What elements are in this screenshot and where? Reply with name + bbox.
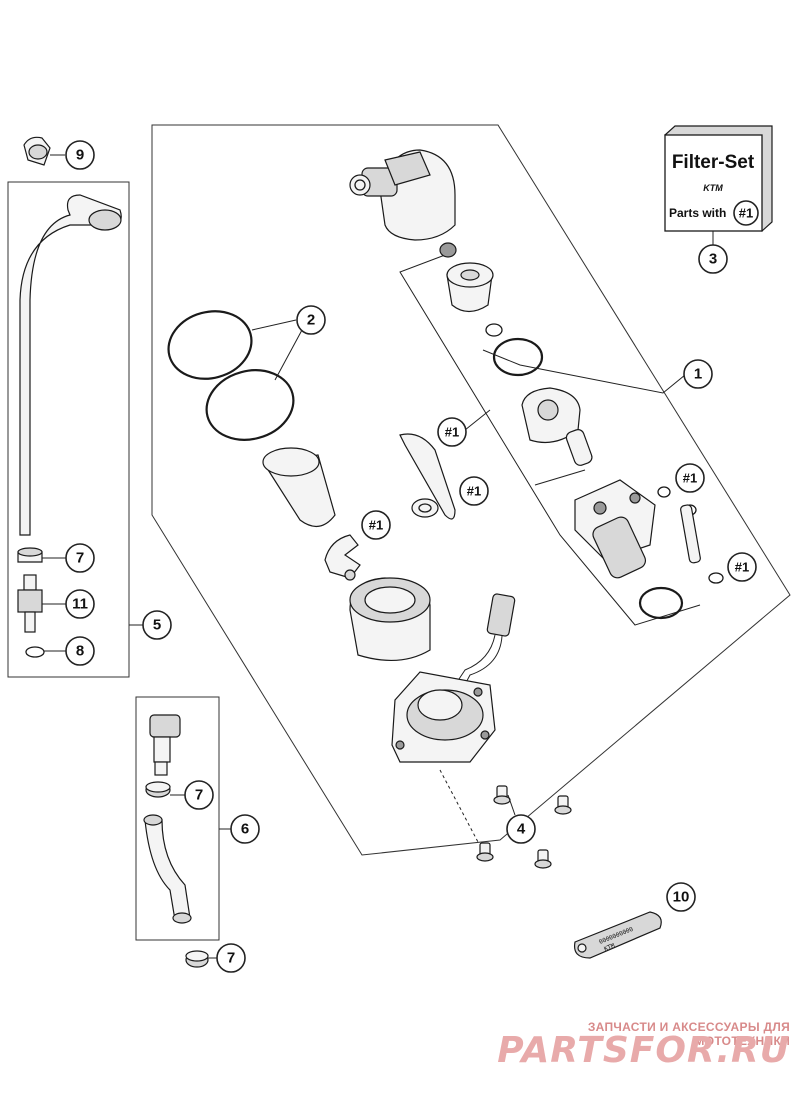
small-nut <box>439 242 457 258</box>
screw-b <box>554 795 572 815</box>
clamp-7a <box>17 547 43 563</box>
clamp-7c <box>185 950 209 968</box>
leader-4 <box>507 794 516 816</box>
callout-5: 5 <box>142 610 172 640</box>
screw-a <box>493 785 511 805</box>
o-ring-8 <box>25 646 45 658</box>
pump-flange <box>391 671 496 763</box>
watermark-tagline: ЗАПЧАСТИ И АКСЕССУАРЫ ДЛЯ МОТОТЕХНИКИ <box>587 1020 790 1048</box>
svg-text:11: 11 <box>72 596 88 613</box>
callout-7b: 7 <box>184 780 214 810</box>
svg-text:9: 9 <box>76 147 84 164</box>
svg-text:6: 6 <box>241 821 249 838</box>
deflector-plate <box>399 433 456 520</box>
svg-text:8: 8 <box>76 643 84 660</box>
filter-set-ref-badge: #1 <box>733 200 759 226</box>
svg-text:#1: #1 <box>467 484 481 499</box>
o-ring-medium <box>492 337 544 377</box>
filter-sleeve <box>262 447 336 527</box>
leader-1 <box>482 349 686 394</box>
filter-set-title: Filter-Set <box>672 152 755 173</box>
callout-2: 2 <box>296 305 326 335</box>
callout-1: 1 <box>683 359 713 389</box>
svg-text:#1: #1 <box>735 560 749 575</box>
callout-9: 9 <box>65 140 95 170</box>
hose-clamp-9 <box>23 136 51 166</box>
leader-2b <box>274 329 303 381</box>
callout-7a: 7 <box>65 543 95 573</box>
svg-text:5: 5 <box>153 617 161 634</box>
pump-cup <box>349 577 431 662</box>
leader-2a <box>251 319 297 331</box>
hose-clip <box>411 498 439 518</box>
flange-dash-line <box>439 769 479 843</box>
callout-3: 3 <box>698 244 728 274</box>
svg-text:10: 10 <box>673 889 690 906</box>
leader-h1 <box>464 409 491 431</box>
fuel-pump-motor <box>574 479 656 579</box>
fuel-line-5 <box>19 194 122 536</box>
svg-text:#1: #1 <box>683 471 697 486</box>
label-tag-10: 0000000000 KTM <box>573 911 662 959</box>
pump-top-housing <box>349 149 456 241</box>
screw-c <box>476 842 494 862</box>
leader-1b <box>534 469 586 486</box>
callout-10: 10 <box>666 882 696 912</box>
callout-8: 8 <box>65 636 95 666</box>
callout-6: 6 <box>230 814 260 844</box>
electrical-connector <box>454 593 516 691</box>
clamp-7b <box>145 781 171 798</box>
ref-marker-1d: #1 <box>675 463 705 493</box>
o-ring-small-a <box>657 486 671 498</box>
svg-text:3: 3 <box>709 251 717 268</box>
pressure-regulator <box>521 387 593 466</box>
o-ring-large-lower <box>205 369 295 441</box>
svg-text:7: 7 <box>76 550 84 567</box>
ref-marker-1b: #1 <box>459 476 489 506</box>
fuel-filter-element <box>446 262 494 313</box>
fuel-line-group-box <box>7 181 130 678</box>
fuel-tube <box>680 504 701 564</box>
retainer-bracket <box>324 534 361 581</box>
o-ring-small-upper <box>485 323 503 337</box>
quick-connector-6 <box>149 714 181 776</box>
o-ring-large-upper <box>167 310 253 380</box>
svg-text:4: 4 <box>517 821 526 838</box>
svg-text:7: 7 <box>227 950 235 967</box>
ref-marker-1c: #1 <box>361 510 391 540</box>
svg-text:#1: #1 <box>369 518 383 533</box>
svg-text:1: 1 <box>694 366 702 383</box>
callout-4: 4 <box>506 814 536 844</box>
fitting-11 <box>17 574 43 633</box>
callout-11: 11 <box>65 589 95 619</box>
ref-marker-1e: #1 <box>727 552 757 582</box>
hose-6 <box>143 814 192 924</box>
callout-7c: 7 <box>216 943 246 973</box>
parts-with-label: Parts with <box>669 206 726 220</box>
svg-text:#1: #1 <box>445 425 459 440</box>
o-ring-small-c <box>708 572 724 584</box>
ref-marker-1a: #1 <box>437 417 467 447</box>
svg-text:KTM: KTM <box>603 942 616 953</box>
ktm-logo: KTM <box>703 183 723 193</box>
o-ring-lower <box>638 586 684 620</box>
main-assembly-outline <box>151 124 791 856</box>
svg-text:2: 2 <box>307 312 315 329</box>
watermark-brand: PARTSFOR.RU <box>497 1030 790 1071</box>
screw-d <box>534 849 552 869</box>
svg-text:7: 7 <box>195 787 203 804</box>
hose-group-box <box>135 696 220 941</box>
svg-text:#1: #1 <box>739 206 753 221</box>
